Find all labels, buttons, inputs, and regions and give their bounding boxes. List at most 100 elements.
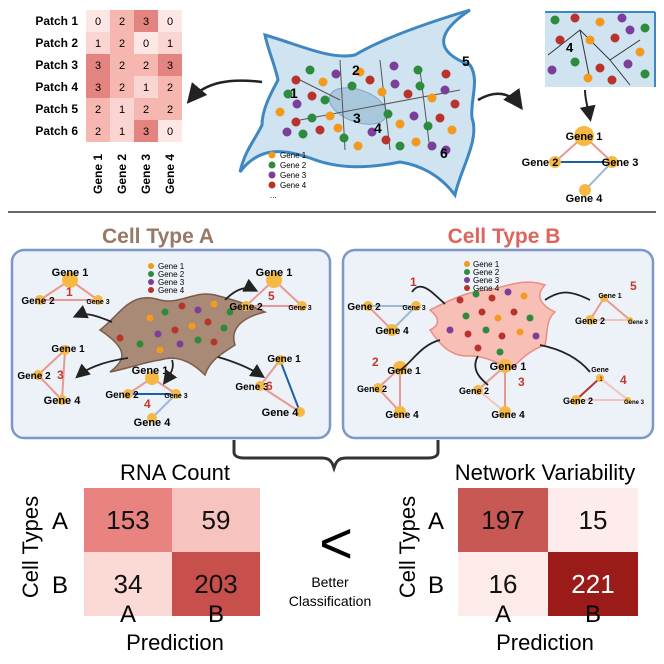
network-node-label: Gene 2 [563, 396, 593, 406]
top-patch-number: 5 [462, 53, 470, 69]
panel-a-dot [220, 324, 228, 332]
network-patch-number: 5 [630, 279, 637, 293]
panel-a-dot [226, 308, 234, 316]
top-legend-label: Gene 1 [280, 151, 307, 160]
gene-dot [435, 113, 445, 123]
zoom-gene-dot [547, 65, 557, 75]
matrix-col-label: A [495, 601, 511, 628]
network-node [93, 295, 103, 305]
legend-swatch [268, 161, 276, 169]
network-node-label: Gene 4 [134, 417, 172, 429]
panel-b-dot [496, 348, 504, 356]
patch-row-label: Patch 3 [35, 58, 78, 72]
gene-dot [331, 69, 341, 79]
matrix-cell [84, 488, 172, 552]
patch-col-label: Gene 1 [91, 154, 105, 194]
legend-swatch [464, 261, 470, 267]
legend-swatch [148, 263, 154, 269]
patch-row-label: Patch 5 [35, 102, 78, 116]
gene-dot [307, 113, 317, 123]
patch-cell-value: 2 [167, 82, 173, 94]
patch-dividers [299, 59, 461, 151]
panel-a-legend-label: Gene 4 [158, 286, 185, 295]
gene-dot [318, 77, 328, 87]
panel-a-dot [146, 314, 154, 322]
matrix-cell-value: 221 [571, 569, 614, 599]
zoom-patch-number: 4 [566, 40, 574, 55]
gene-dot [291, 117, 301, 127]
patch-cell-value: 3 [167, 60, 173, 72]
less-than-symbol: < [319, 511, 353, 576]
network-node [386, 324, 398, 336]
gene-dot [298, 129, 308, 139]
panel-b-net4-node-suffix: 1 [599, 377, 603, 383]
network-node-label: Gene 2 [357, 384, 387, 394]
matrix-col-label: A [120, 601, 136, 628]
network-node [571, 395, 581, 405]
network-node-label: Gene 4 [262, 407, 300, 419]
panel-a-dot [204, 318, 212, 326]
network-edge [603, 297, 631, 321]
network-node [295, 407, 305, 417]
patch-cell [158, 54, 182, 76]
matrix-cell-value: 15 [579, 505, 608, 535]
gene-dot [291, 75, 301, 85]
patch-cell-value: 2 [143, 104, 149, 116]
gene-dot [409, 111, 419, 121]
patch-row-label: Patch 4 [35, 80, 78, 94]
patch-cell-value: 1 [143, 82, 149, 94]
zoom-gene-dot [610, 33, 620, 43]
zoom-gene-dot [625, 25, 635, 35]
network-node-label: Gene 1 [387, 366, 421, 377]
patch-cell [134, 76, 158, 98]
network-node [57, 395, 67, 405]
gene-dot [427, 93, 437, 103]
network-node-label: Gene 3 [86, 299, 109, 306]
gene-dot [347, 81, 357, 91]
network-node [33, 370, 43, 380]
gene-dot [447, 125, 457, 135]
matrix-cell [458, 552, 548, 616]
comparison-line2: Classification [289, 593, 371, 609]
network-node-label: Gene 2 [21, 296, 55, 307]
network-node [255, 381, 265, 391]
network-node [394, 406, 406, 418]
gene-dot [441, 69, 451, 79]
top-node-gene1: Gene 1 [566, 131, 603, 143]
patch-cell [134, 32, 158, 54]
network-node-label: Gene 1 [51, 344, 85, 355]
network-node-label: Gene 3 [628, 320, 649, 326]
patch-cell-value: 3 [143, 16, 149, 28]
network-node-label: Gene 3 [402, 305, 425, 312]
panel-a-legend-label: Gene 2 [158, 270, 185, 279]
patch-cell-value: 2 [95, 126, 101, 138]
patch-col-label: Gene 4 [163, 154, 177, 194]
panel-b-dot [504, 288, 512, 296]
top-legend-label: Gene 4 [280, 181, 307, 190]
panel-b-dot [510, 308, 518, 316]
matrix-cell-value: 59 [202, 505, 231, 535]
patch-cell-value: 1 [95, 38, 101, 50]
panel-b-legend-label: Gene 4 [473, 284, 500, 293]
matrix-cell [84, 552, 172, 616]
network-node [625, 397, 631, 403]
gene-dot [283, 89, 293, 99]
network-node-label: Gene 1 [132, 365, 169, 377]
network-node-label: Gene 1 [52, 267, 89, 279]
zoom-gene-dot [595, 17, 605, 27]
panel-a-dot [188, 322, 196, 330]
matrix-cell [548, 488, 638, 552]
network-node-label: Gene 1 [256, 267, 293, 279]
patch-cell-value: 0 [143, 38, 149, 50]
patch-cell-value: 0 [167, 126, 173, 138]
patch-cell [158, 76, 182, 98]
gene-dot [333, 123, 343, 133]
gene-dot [411, 137, 421, 147]
gene-dot [292, 99, 302, 109]
patch-cell-value: 2 [119, 16, 125, 28]
